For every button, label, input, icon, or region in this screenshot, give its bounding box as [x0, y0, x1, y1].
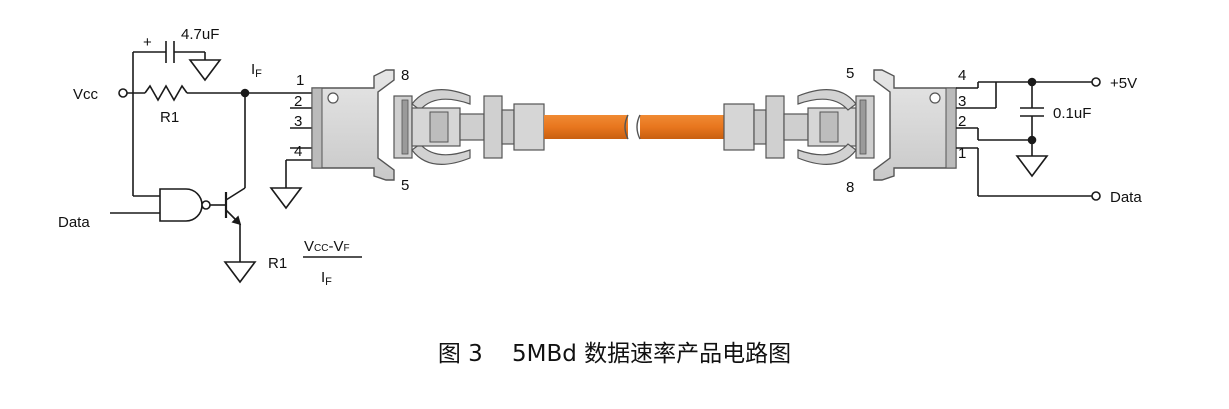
tx-pin-3: 3 [294, 113, 302, 130]
rx-wiring [956, 77, 1101, 201]
ground-symbol-tx [269, 187, 303, 210]
figure-caption: 图 3 5MBd 数据速率产品电路图 [0, 334, 1229, 368]
caption-figure-number: 图 3 [437, 341, 483, 367]
fiber-right [640, 115, 724, 139]
nand-gate [159, 188, 203, 222]
data-out-label: Data [1110, 189, 1142, 206]
data-out-terminal [1091, 191, 1101, 201]
rx-pin-5: 5 [846, 65, 854, 82]
rx-pin-3: 3 [958, 93, 966, 110]
plus5v-label: +5V [1110, 75, 1137, 92]
formula-denominator: IF [321, 269, 332, 288]
rx-pin-8: 8 [846, 179, 854, 196]
tx-pin-1: 1 [296, 72, 304, 89]
caption-title: 5MBd 数据速率产品电路图 [512, 341, 792, 367]
data-in-label: Data [58, 214, 90, 231]
vcc-terminal [118, 88, 128, 98]
capacitor-tx-label: 4.7uF [181, 26, 219, 43]
rx-connector [723, 69, 957, 181]
rx-pin-1: 1 [958, 145, 966, 162]
tx-pin-4: 4 [294, 143, 302, 160]
plus5v-terminal [1091, 77, 1101, 87]
tx-pin-8: 8 [401, 67, 409, 84]
r1-equation-label: R1 [268, 255, 287, 272]
capacitor-rx-label: 0.1uF [1053, 105, 1091, 122]
ground-symbol-rx [1015, 155, 1049, 178]
tx-pin-5: 5 [401, 177, 409, 194]
rx-pin-2: 2 [958, 113, 966, 130]
tx-connector [311, 69, 545, 181]
fiber-left [544, 115, 628, 139]
ground-symbol-emitter [223, 261, 257, 284]
tx-wiring [110, 41, 362, 284]
tx-pin-2: 2 [294, 93, 302, 110]
vcc-label: Vcc [73, 86, 99, 103]
rx-pin-4: 4 [958, 67, 966, 84]
plus-label: + [143, 34, 152, 51]
r1-resistor [144, 84, 188, 102]
if-label: IF [251, 61, 262, 80]
nand-bubble [201, 200, 211, 210]
r1-series-label: R1 [160, 109, 179, 126]
formula-numerator: VCC-VF [304, 238, 350, 255]
ground-symbol-cap [188, 59, 222, 82]
